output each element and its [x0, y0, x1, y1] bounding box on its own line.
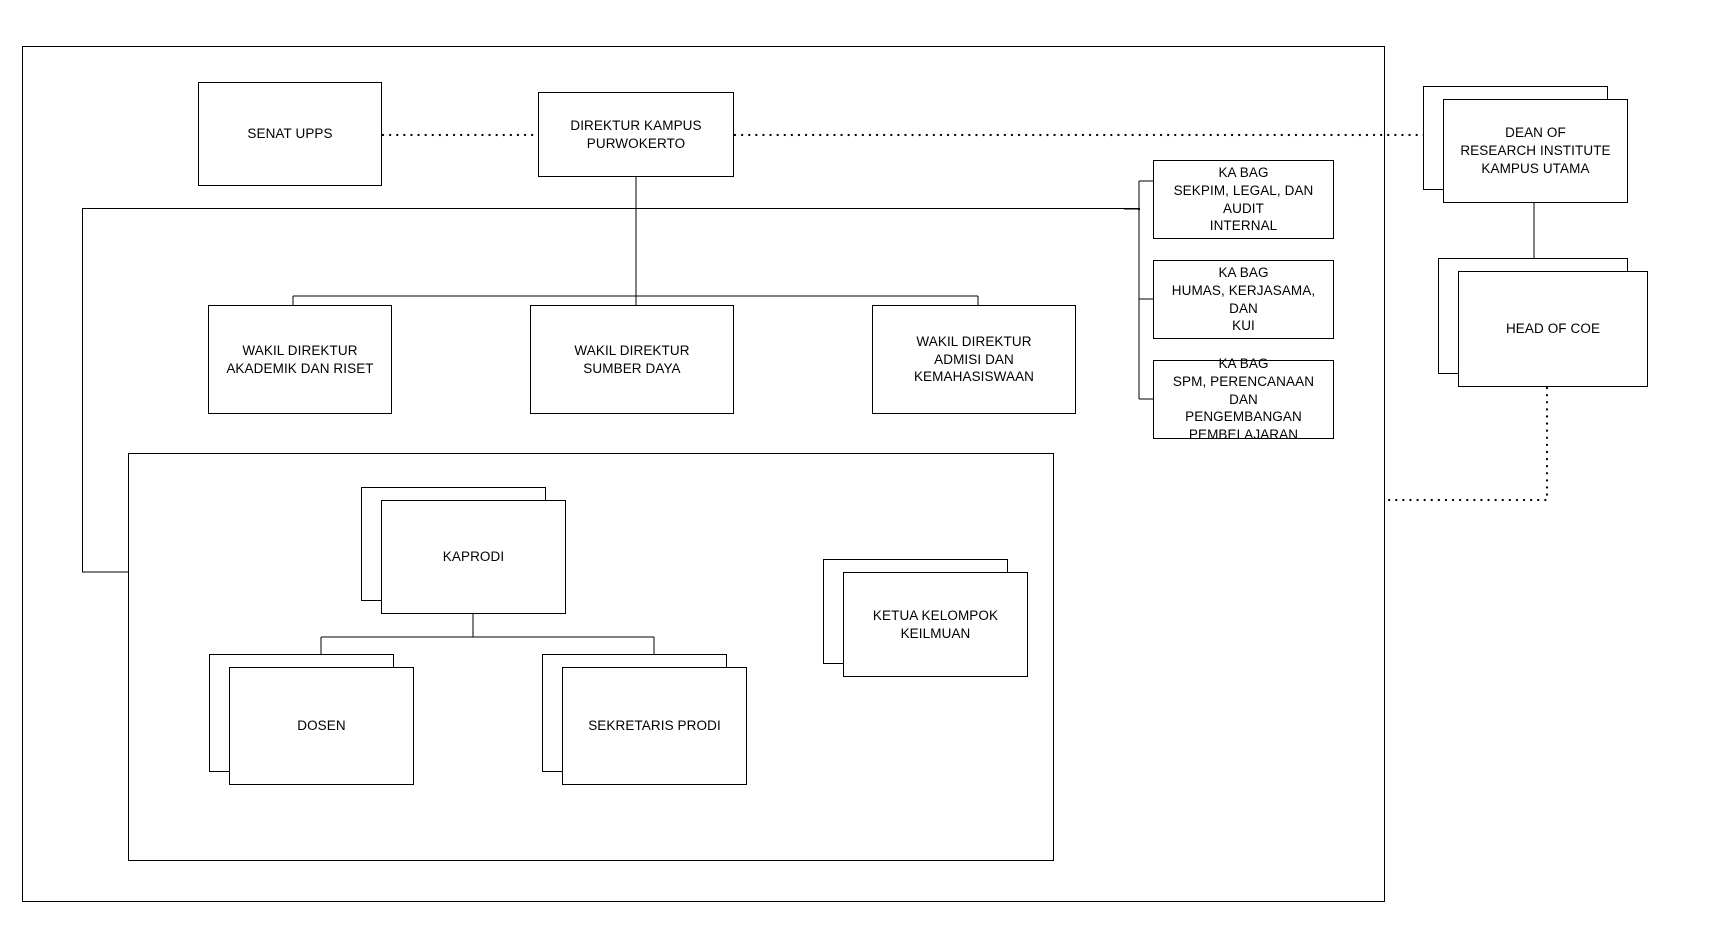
head-of-coe[interactable]: HEAD OF COE: [1458, 271, 1648, 387]
ka-bag-spm-label: KA BAG SPM, PERENCANAAN DAN PENGEMBANGAN…: [1172, 355, 1315, 443]
kaprodi-label: KAPRODI: [442, 549, 505, 565]
senat-upps[interactable]: SENAT UPPS: [198, 82, 382, 186]
wakil-direktur-sumber-daya-label: WAKIL DIREKTUR SUMBER DAYA: [574, 342, 690, 376]
ka-bag-sekpim-legal-audit-internal[interactable]: KA BAG SEKPIM, LEGAL, DAN AUDIT INTERNAL: [1153, 160, 1334, 239]
kaprodi[interactable]: KAPRODI: [381, 500, 566, 614]
ka-bag-humas-kerjasama-kui[interactable]: KA BAG HUMAS, KERJASAMA, DAN KUI: [1153, 260, 1334, 339]
director-span-frame: [82, 208, 1139, 572]
dosen[interactable]: DOSEN: [229, 667, 414, 785]
head-of-coe-label: HEAD OF COE: [1505, 321, 1601, 337]
ka-bag-humas-label: KA BAG HUMAS, KERJASAMA, DAN KUI: [1171, 264, 1316, 334]
wakil-direktur-admisi-dan-kemahasiswaan[interactable]: WAKIL DIREKTUR ADMISI DAN KEMAHASISWAAN: [872, 305, 1076, 414]
ka-bag-spm-perencanaan-pengembangan-pembelajaran[interactable]: KA BAG SPM, PERENCANAAN DAN PENGEMBANGAN…: [1153, 356, 1334, 442]
wakil-direktur-akademik-dan-riset[interactable]: WAKIL DIREKTUR AKADEMIK DAN RISET: [208, 305, 392, 414]
coe-campus-dotted: [1385, 386, 1549, 502]
director-span-frame-top-right: [1138, 208, 1140, 210]
dosen-label: DOSEN: [297, 718, 346, 734]
wakil-direktur-sumber-daya[interactable]: WAKIL DIREKTUR SUMBER DAYA: [530, 305, 734, 414]
senat-upps-label: SENAT UPPS: [247, 126, 333, 142]
campus-outer-frame: [22, 46, 1385, 902]
wakil-direktur-admisi-label: WAKIL DIREKTUR ADMISI DAN KEMAHASISWAAN: [913, 333, 1035, 385]
ka-bag-sekpim-label: KA BAG SEKPIM, LEGAL, DAN AUDIT INTERNAL: [1173, 164, 1314, 234]
ketua-kelompok-keilmuan-label: KETUA KELOMPOK KEILMUAN: [872, 607, 999, 641]
direktur-kampus-label: DIREKTUR KAMPUS PURWOKERTO: [570, 117, 702, 151]
ketua-kelompok-keilmuan[interactable]: KETUA KELOMPOK KEILMUAN: [843, 572, 1028, 677]
wakil-direktur-akademik-label: WAKIL DIREKTUR AKADEMIK DAN RISET: [226, 342, 374, 376]
direktur-kampus-purwokerto[interactable]: DIREKTUR KAMPUS PURWOKERTO: [538, 92, 734, 177]
dean-research-institute-label: DEAN OF RESEARCH INSTITUTE KAMPUS UTAMA: [1460, 125, 1611, 176]
prodi-group-frame: [128, 453, 1054, 861]
dean-of-research-institute-kampus-utama[interactable]: DEAN OF RESEARCH INSTITUTE KAMPUS UTAMA: [1443, 99, 1628, 203]
sekretaris-prodi-label: SEKRETARIS PRODI: [588, 718, 721, 734]
sekretaris-prodi[interactable]: SEKRETARIS PRODI: [562, 667, 747, 785]
